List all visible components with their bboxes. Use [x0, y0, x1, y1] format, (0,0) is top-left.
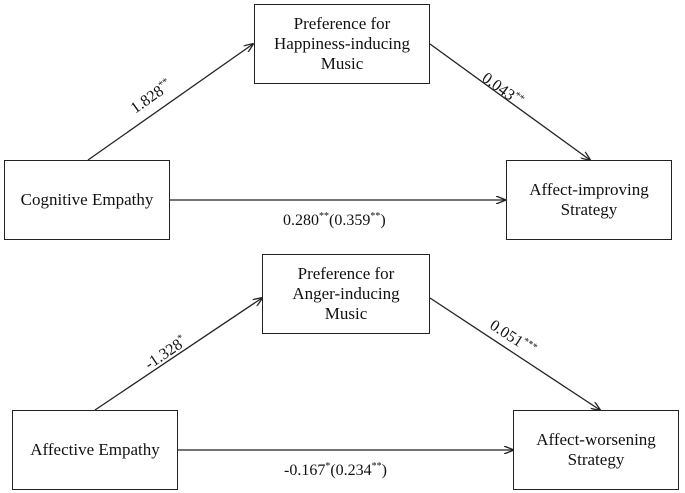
coef-value: 0.280 [283, 212, 319, 229]
coef-sig: ** [319, 211, 329, 222]
mediator-line-2: Happiness-inducing [274, 34, 410, 53]
coef-value: -0.167 [284, 462, 326, 479]
mediator-line-3: Music [320, 54, 364, 73]
predictor-box-cognitive: Cognitive Empathy [4, 160, 170, 240]
outcome-line-1: Affect-worsening [536, 430, 656, 449]
total-effect-value: 0.234 [335, 462, 372, 479]
outcome-line-1: Affect-improving [529, 180, 649, 199]
total-effect-sig: ** [371, 461, 382, 472]
predictor-label: Cognitive Empathy [20, 190, 154, 209]
total-effect-value: 0.359 [334, 212, 371, 229]
mediator-line-1: Preference for [293, 14, 391, 33]
outcome-line-2: Strategy [560, 200, 618, 219]
outcome-box-worsening: Affect-worsening Strategy [513, 410, 679, 490]
bottom-path-a-arrow [94, 298, 262, 411]
outcome-line-2: Strategy [567, 450, 625, 469]
top-path-c-label: 0.280**(0.359**) [283, 211, 386, 229]
mediator-line-3: Music [324, 304, 368, 323]
mediator-line-1: Preference for [297, 264, 395, 283]
mediator-box-anger: Preference for Anger-inducing Music [262, 254, 430, 334]
top-path-a-arrow [87, 44, 253, 161]
outcome-box-improving: Affect-improving Strategy [506, 160, 672, 240]
predictor-label: Affective Empathy [30, 440, 160, 459]
bottom-path-b-arrow [429, 297, 600, 410]
mediator-line-2: Anger-inducing [292, 284, 400, 303]
top-path-b-arrow [429, 43, 590, 160]
total-effect-sig: ** [370, 211, 381, 222]
coef-sig: * [325, 461, 331, 472]
mediator-box-happiness: Preference for Happiness-inducing Music [254, 4, 430, 84]
predictor-box-affective: Affective Empathy [12, 410, 178, 490]
bottom-path-c-label: -0.167*(0.234**) [284, 461, 387, 479]
